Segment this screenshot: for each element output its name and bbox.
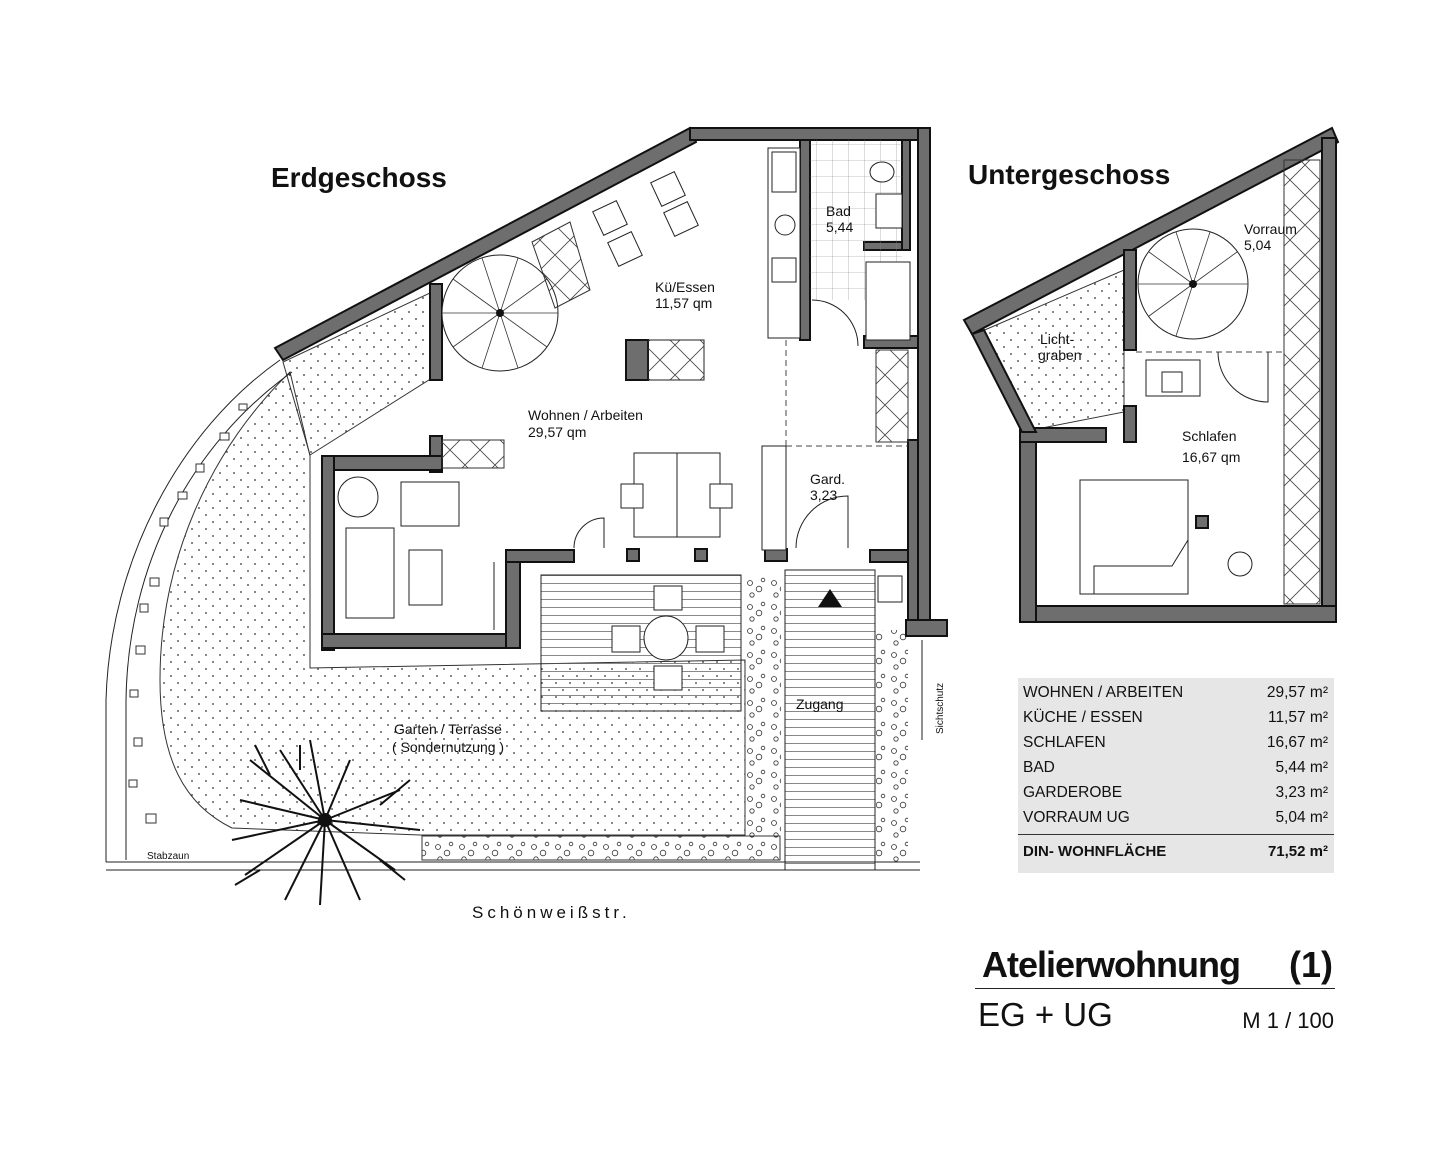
heading-basement: Untergeschoss bbox=[968, 159, 1170, 190]
street-name: Schönweißstr. bbox=[472, 903, 631, 922]
room-vorraum-area: 5,04 bbox=[1244, 237, 1271, 253]
title-divider bbox=[975, 988, 1335, 989]
area-row: KÜCHE / ESSEN 11,57 m² bbox=[1018, 705, 1334, 729]
area-row-label: BAD bbox=[1023, 759, 1055, 776]
area-total-value: 71,52 m² bbox=[1267, 843, 1328, 860]
basement-plan bbox=[962, 126, 1340, 623]
room-garderobe-area: 3,23 bbox=[810, 487, 837, 503]
area-total-row: DIN- WOHNFLÄCHE 71,52 m² bbox=[1018, 839, 1334, 863]
room-kueche-name: Kü/Essen bbox=[655, 279, 715, 295]
stabzaun-label: Stabzaun bbox=[147, 851, 189, 862]
area-row: SCHLAFEN 16,67 m² bbox=[1018, 730, 1334, 754]
room-bad-area: 5,44 bbox=[826, 219, 853, 235]
title-block: Atelierwohnung (1) EG + UG M 1 / 100 bbox=[975, 938, 1337, 1038]
area-row-label: VORRAUM UG bbox=[1023, 809, 1130, 826]
floors-label: EG + UG bbox=[978, 996, 1113, 1033]
area-row-label: GARDEROBE bbox=[1023, 784, 1123, 801]
area-row-value: 16,67 m² bbox=[1266, 734, 1328, 751]
scale-label: M 1 / 100 bbox=[1242, 1008, 1334, 1033]
area-row-value: 5,44 m² bbox=[1275, 759, 1328, 776]
room-vorraum-name: Vorraum bbox=[1244, 221, 1297, 237]
area-sum-divider bbox=[1018, 834, 1334, 835]
sichtschutz-label: Sichtschutz bbox=[935, 683, 946, 734]
apartment-title: Atelierwohnung bbox=[982, 944, 1241, 985]
area-total-label: DIN- WOHNFLÄCHE bbox=[1023, 843, 1167, 860]
area-row: BAD 5,44 m² bbox=[1018, 755, 1334, 779]
area-row-label: SCHLAFEN bbox=[1023, 734, 1106, 751]
area-row: VORRAUM UG 5,04 m² bbox=[1018, 805, 1334, 829]
lichtgraben-line2: graben bbox=[1038, 347, 1082, 363]
ground-floor-plan bbox=[105, 126, 948, 906]
area-row-value: 11,57 m² bbox=[1267, 709, 1328, 726]
area-row: WOHNEN / ARBEITEN 29,57 m² bbox=[1018, 680, 1334, 704]
area-row: GARDEROBE 3,23 m² bbox=[1018, 780, 1334, 804]
area-row-label: KÜCHE / ESSEN bbox=[1023, 709, 1143, 726]
lichtgraben-line1: Licht- bbox=[1040, 331, 1075, 347]
apartment-number: (1) bbox=[1289, 944, 1333, 985]
room-bad-name: Bad bbox=[826, 203, 851, 219]
zugang-label: Zugang bbox=[796, 696, 843, 712]
room-schlafen-name: Schlafen bbox=[1182, 428, 1236, 444]
room-kueche-area: 11,57 qm bbox=[655, 295, 712, 311]
room-wohnen-area: 29,57 qm bbox=[528, 424, 586, 440]
area-table: WOHNEN / ARBEITEN 29,57 m² KÜCHE / ESSEN 1… bbox=[1018, 678, 1334, 873]
room-wohnen-name: Wohnen / Arbeiten bbox=[528, 407, 643, 423]
area-row-value: 29,57 m² bbox=[1266, 684, 1328, 701]
room-schlafen-area: 16,67 qm bbox=[1182, 449, 1240, 465]
area-row-value: 5,04 m² bbox=[1275, 809, 1328, 826]
heading-ground-floor: Erdgeschoss bbox=[271, 162, 447, 193]
room-garderobe-name: Gard. bbox=[810, 471, 845, 487]
area-row-value: 3,23 m² bbox=[1275, 784, 1328, 801]
area-row-label: WOHNEN / ARBEITEN bbox=[1023, 684, 1184, 701]
garden-label: Garten / Terrasse bbox=[394, 721, 502, 737]
garden-note: ( Sondernutzung ) bbox=[392, 739, 504, 755]
